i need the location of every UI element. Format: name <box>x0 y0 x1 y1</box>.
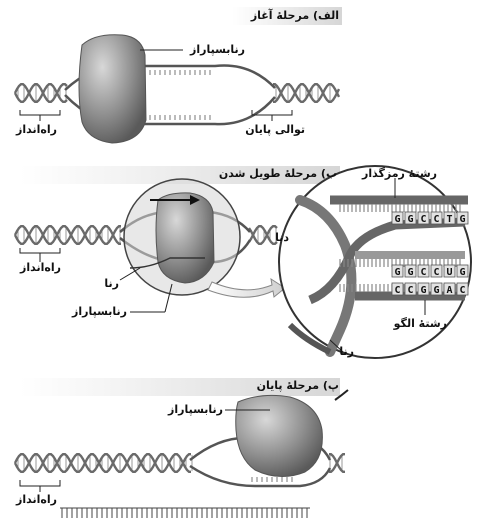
label-rnapol-elongation: رنابسپاراز <box>72 306 127 317</box>
base-letter: U <box>446 267 452 278</box>
title-initiation: الف) مرحلهٔ آغاز <box>251 10 339 21</box>
label-promoter-initiation: راه‌انداز <box>16 124 57 135</box>
base-letter: C <box>420 214 426 225</box>
base-letter: G <box>407 214 413 225</box>
label-dna: دنا <box>275 232 289 243</box>
label-promoter-termination: راه‌انداز <box>16 494 57 505</box>
base-letter: G <box>407 267 413 278</box>
label-coding-strand: رشتهٔ رمزگذار <box>362 168 437 179</box>
base-letter: G <box>459 214 465 225</box>
rna-polymerase-termination <box>236 395 323 476</box>
label-rna-zoom: رنا <box>339 346 354 357</box>
base-letter: C <box>459 285 465 296</box>
base-letter: C <box>407 285 413 296</box>
base-letter: C <box>433 267 439 278</box>
base-letter: C <box>420 267 426 278</box>
title-elongation: ب) مرحلهٔ طویل شدن <box>219 168 337 179</box>
rna-polymerase-elongation <box>156 193 214 283</box>
base-letter: G <box>420 285 426 296</box>
label-rnapol-termination: رنابسپاراز <box>168 404 223 415</box>
base-letter: A <box>446 285 452 296</box>
label-promoter-elongation: راه‌انداز <box>20 262 61 273</box>
leader-lines-termination <box>20 410 270 492</box>
base-letter: G <box>394 267 400 278</box>
base-letter: C <box>433 214 439 225</box>
label-terminator: توالی پایان <box>245 124 305 135</box>
base-letter: C <box>394 285 400 296</box>
rna-polymerase-initiation <box>79 35 146 143</box>
base-letter: G <box>433 285 439 296</box>
base-letter: G <box>459 267 465 278</box>
label-rnapol-initiation: رنابسپاراز <box>190 44 245 55</box>
title-termination: پ) مرحلهٔ پایان <box>257 380 339 391</box>
label-template-strand: رشتهٔ الگو <box>394 318 447 329</box>
base-letter: G <box>394 214 400 225</box>
helix-initiation <box>15 70 339 120</box>
base-letter: T <box>446 214 452 225</box>
rna-product-ruler <box>60 508 310 518</box>
label-rna-elongation: رنا <box>104 278 119 289</box>
